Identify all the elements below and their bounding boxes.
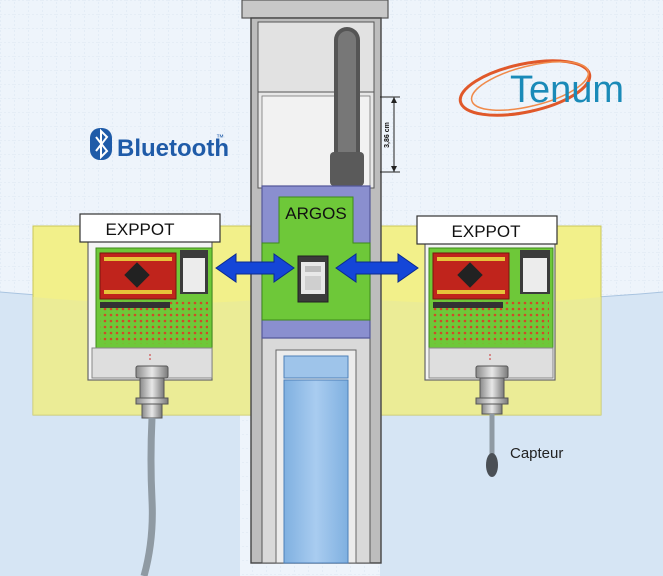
right-cable-gland — [475, 365, 509, 415]
bluetooth-logo: Bluetooth ™ — [90, 128, 229, 162]
right-exppot-label-box — [416, 215, 558, 245]
dimension-label: 3,86 cm — [384, 122, 391, 148]
left-exppot-label-box — [79, 213, 221, 243]
left-cable — [140, 417, 156, 576]
argos-label: ARGOS — [285, 204, 346, 223]
tenum-logo: Tenum — [458, 59, 624, 117]
bluetooth-logo-text: Bluetooth — [117, 135, 229, 162]
right-exppot-label: EXPPOT — [452, 222, 521, 241]
left-exppot-label: EXPPOT — [106, 220, 175, 239]
sensor-probe — [486, 453, 498, 477]
dimension-marker: 3,86 cm — [380, 96, 400, 173]
left-link-arrow — [215, 253, 295, 283]
bluetooth-icon — [95, 128, 109, 160]
central-column — [241, 0, 389, 564]
tenum-logo-text: Tenum — [510, 69, 624, 111]
bluetooth-trademark: ™ — [216, 133, 224, 142]
right-link-arrow — [335, 253, 419, 283]
left-exppot-module — [87, 239, 213, 381]
argos-module: ARGOS — [261, 185, 371, 339]
right-exppot-module — [424, 239, 556, 381]
sensor-label: Capteur — [510, 445, 563, 462]
